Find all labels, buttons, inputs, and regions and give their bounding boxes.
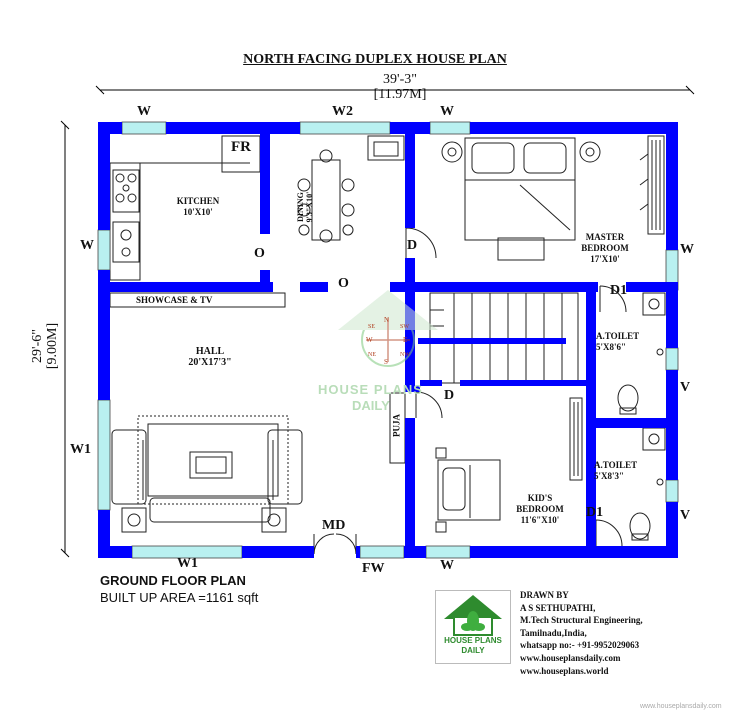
master-size: 17'X10' [590, 254, 620, 264]
dining-table-icon [297, 149, 355, 243]
kids-name: KID'S [527, 493, 553, 503]
credits-line: www.houseplans.world [520, 665, 609, 676]
compass-s: S [384, 358, 388, 366]
showcase-label: SHOWCASE & TV [136, 295, 213, 305]
main-door: MD [322, 518, 346, 533]
plan-name: GROUND FLOOR PLAN [100, 573, 246, 588]
window-w1-bottom: W1 [177, 556, 198, 571]
window-top-right: W [440, 104, 454, 119]
width-dimension: 39'-3" [11.97M] [0, 72, 750, 102]
master-bed-icon [441, 137, 601, 261]
walls [98, 122, 678, 558]
fridge-label: FR [231, 139, 251, 155]
puja-label: PUJA [391, 414, 402, 437]
wash-basin-icon [367, 135, 405, 161]
kitchen-label: KITCHEN 10'X10' [168, 196, 228, 218]
opening-hall: O [338, 276, 349, 291]
toilet1-size: 5'X8'6" [596, 342, 626, 352]
toilet2-label: A.TOILET 5'X8'3" [594, 460, 654, 482]
logo-text-1: HOUSE PLANS [444, 636, 502, 645]
kids-wardrobe-icon [569, 397, 583, 481]
hall-size: 20'X17'3" [188, 357, 232, 368]
compass-e: E [403, 336, 408, 344]
corner-watermark: www.houseplansdaily.com [640, 703, 722, 710]
hall-name: HALL [195, 346, 225, 357]
master-name2: BEDROOM [581, 243, 629, 253]
hall-label: HALL 20'X17'3" [170, 346, 250, 368]
sink-icon [112, 221, 140, 263]
window-right: W [680, 242, 694, 257]
kitchen-name: KITCHEN [176, 196, 220, 206]
compass-watermark [338, 290, 438, 367]
toilet1-name: A.TOILET [596, 331, 640, 341]
compass-sw: NE [368, 352, 376, 358]
compass-w: W [366, 336, 373, 344]
width-metres: [11.97M] [373, 87, 427, 102]
compass-nw: SE [368, 324, 376, 330]
credits-block: DRAWN BY A S SETHUPATHI, M.Tech Structur… [520, 589, 643, 677]
opening-kitchen: O [254, 246, 265, 261]
toilet2-fixtures-icon [629, 427, 666, 541]
compass-ne: SW [400, 324, 409, 330]
kids-name2: BEDROOM [516, 504, 564, 514]
credits-line: DRAWN BY [520, 590, 569, 600]
toilet1-label: A.TOILET 5'X8'6" [596, 331, 656, 353]
door-kids: D [444, 388, 455, 403]
window-top-left: W [137, 104, 151, 119]
ventilator-toilet1: V [680, 380, 691, 395]
french-window: FW [362, 561, 385, 576]
master-name: MASTER [585, 232, 625, 242]
credits-line: www.houseplansdaily.com [520, 652, 621, 663]
width-feet: 39'-3" [383, 72, 417, 87]
logo-text-2: DAILY [461, 646, 485, 655]
door-toilet1: D1 [610, 283, 628, 298]
door-master: D [407, 238, 418, 253]
door-toilet2: D1 [586, 505, 604, 520]
master-bedroom-label: MASTER BEDROOM 17'X10' [570, 232, 640, 265]
kids-bed-icon [435, 447, 501, 533]
dining-label: DINING 9'3"X10' [296, 172, 314, 242]
credits-line: M.Tech Structural Engineering, [520, 615, 643, 626]
window-w1-left: W1 [70, 442, 91, 457]
compass-se: NW [400, 352, 410, 358]
house-leaf-icon [444, 595, 502, 636]
logo: HOUSE PLANS DAILY [435, 590, 511, 664]
kitchen-size: 10'X10' [183, 207, 213, 217]
toilet2-name: A.TOILET [594, 460, 638, 470]
wardrobe-icon [639, 135, 665, 235]
toilet1-fixtures-icon [617, 292, 666, 415]
toilet2-size: 5'X8'3" [594, 471, 624, 481]
ventilator-toilet2: V [680, 508, 691, 523]
credits-line: A S SETHUPATHI, [520, 602, 596, 613]
drawing-title: NORTH FACING DUPLEX HOUSE PLAN [243, 52, 507, 67]
kids-size: 11'6"X10' [520, 515, 560, 525]
dining-name: DINING [296, 192, 305, 222]
credits-line: Tamilnadu,India, [520, 627, 587, 638]
kids-bedroom-label: KID'S BEDROOM 11'6"X10' [500, 493, 580, 526]
window-left: W [80, 238, 94, 253]
window-w2-top: W2 [332, 104, 353, 119]
watermark-line2: DAILY [352, 398, 390, 413]
stove-icon [112, 169, 140, 213]
window-bottom: W [440, 558, 454, 573]
compass-n: N [384, 316, 390, 324]
credits-line: whatsapp no:- +91-9952029063 [520, 640, 640, 651]
sofa-set-icon [111, 415, 303, 533]
built-up-area: BUILT UP AREA =1161 sqft [100, 590, 259, 605]
watermark-line1: HOUSE PLANS [318, 382, 423, 397]
staircase-icon [429, 292, 579, 384]
dining-size: 9'3"X10' [305, 191, 314, 223]
dimension-lines [60, 85, 695, 558]
